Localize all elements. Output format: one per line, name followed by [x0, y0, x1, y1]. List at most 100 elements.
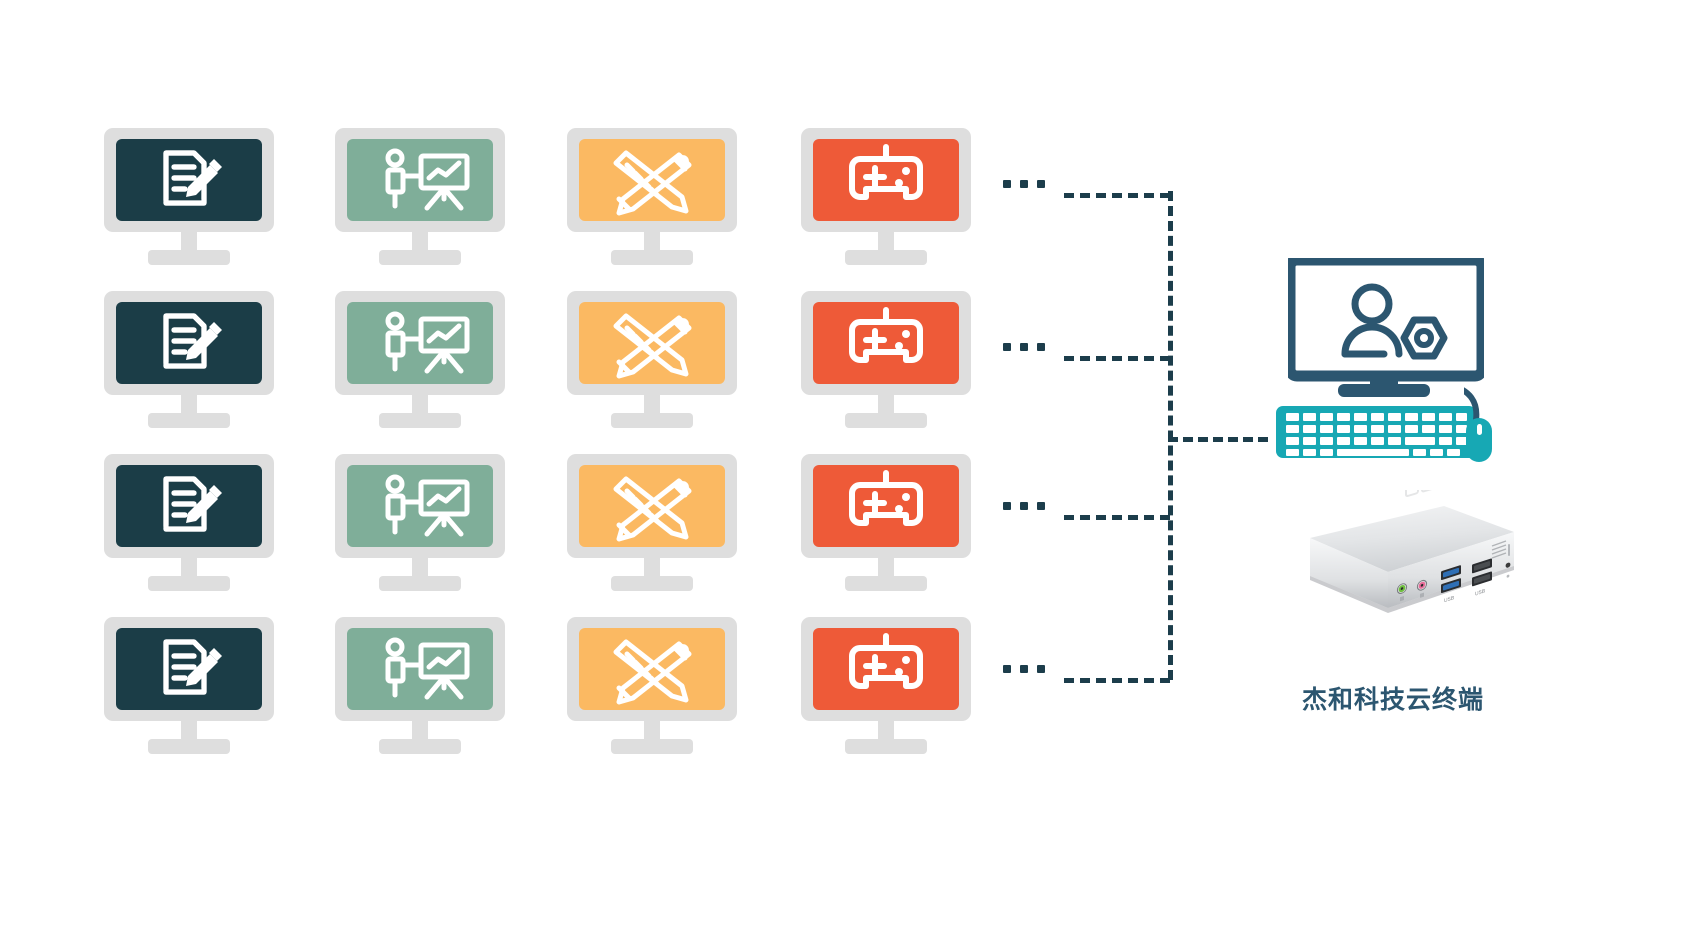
gamepad-icon	[813, 628, 959, 710]
monitor-neck	[878, 558, 894, 580]
pencil-ruler-icon	[579, 465, 725, 547]
row-ellipsis-1	[1003, 180, 1045, 188]
monitor-screen	[347, 139, 493, 221]
connector-trunk-to-server	[1168, 437, 1268, 442]
monitor-base	[611, 413, 693, 428]
client-monitor-gaming-1[interactable]	[801, 128, 991, 268]
monitor-base	[611, 250, 693, 265]
monitor-neck	[412, 721, 428, 743]
monitor-screen	[116, 628, 262, 710]
monitor-screen	[116, 465, 262, 547]
monitor-neck	[181, 721, 197, 743]
monitor-neck	[644, 721, 660, 743]
mouse-icon[interactable]	[1441, 381, 1508, 464]
monitor-screen	[116, 302, 262, 384]
monitor-body	[104, 454, 274, 594]
pencil-ruler-icon	[579, 628, 725, 710]
monitor-neck	[412, 232, 428, 254]
monitor-base	[845, 413, 927, 428]
document-edit-icon	[116, 465, 262, 547]
admin-monitor[interactable]	[1284, 254, 1488, 398]
monitor-body	[335, 291, 505, 431]
monitor-neck	[412, 395, 428, 417]
gamepad-icon	[813, 465, 959, 547]
monitor-screen	[347, 302, 493, 384]
row-ellipsis-3	[1003, 502, 1045, 510]
document-edit-icon	[116, 628, 262, 710]
monitor-base	[148, 739, 230, 754]
monitor-base	[379, 739, 461, 754]
monitor-screen	[579, 139, 725, 221]
monitor-neck	[181, 558, 197, 580]
client-monitor-gaming-4[interactable]	[801, 617, 991, 757]
monitor-body	[567, 128, 737, 268]
monitor-body	[335, 128, 505, 268]
client-monitor-design-1[interactable]	[567, 128, 757, 268]
monitor-screen	[579, 302, 725, 384]
monitor-neck	[412, 558, 428, 580]
monitor-neck	[878, 721, 894, 743]
monitor-body	[567, 291, 737, 431]
monitor-base	[148, 413, 230, 428]
monitor-screen	[813, 465, 959, 547]
monitor-neck	[878, 232, 894, 254]
monitor-body	[104, 128, 274, 268]
monitor-body	[104, 291, 274, 431]
gamepad-icon	[813, 302, 959, 384]
monitor-body	[567, 617, 737, 757]
monitor-neck	[181, 395, 197, 417]
client-monitor-presenting-3[interactable]	[335, 454, 525, 594]
monitor-base	[845, 739, 927, 754]
client-monitor-document-3[interactable]	[104, 454, 294, 594]
monitor-body	[801, 454, 971, 594]
monitor-neck	[878, 395, 894, 417]
client-monitor-presenting-4[interactable]	[335, 617, 525, 757]
admin-workstation[interactable]	[1276, 254, 1508, 468]
client-monitor-grid	[104, 128, 1004, 768]
client-monitor-design-2[interactable]	[567, 291, 757, 431]
monitor-screen	[347, 628, 493, 710]
client-monitor-design-4[interactable]	[567, 617, 757, 757]
monitor-screen	[813, 139, 959, 221]
monitor-neck	[181, 232, 197, 254]
monitor-body	[801, 617, 971, 757]
pencil-ruler-icon	[579, 139, 725, 221]
client-monitor-presenting-2[interactable]	[335, 291, 525, 431]
device-label: 杰和科技云终端	[1301, 685, 1484, 714]
gamepad-icon	[813, 139, 959, 221]
monitor-screen	[813, 628, 959, 710]
client-monitor-gaming-3[interactable]	[801, 454, 991, 594]
presentation-icon	[347, 465, 493, 547]
mini-pc-icon[interactable]: USB USB	[1268, 490, 1518, 630]
client-monitor-presenting-1[interactable]	[335, 128, 525, 268]
monitor-body	[567, 454, 737, 594]
client-monitor-document-2[interactable]	[104, 291, 294, 431]
monitor-screen	[579, 628, 725, 710]
presentation-icon	[347, 139, 493, 221]
presentation-icon	[347, 302, 493, 384]
client-monitor-document-1[interactable]	[104, 128, 294, 268]
row-ellipsis-2	[1003, 343, 1045, 351]
monitor-base	[845, 250, 927, 265]
monitor-base	[845, 576, 927, 591]
client-monitor-document-4[interactable]	[104, 617, 294, 757]
svg-text:USB: USB	[1444, 595, 1455, 604]
monitor-base	[379, 576, 461, 591]
row-ellipsis-4	[1003, 665, 1045, 673]
monitor-base	[379, 250, 461, 265]
monitor-screen	[347, 465, 493, 547]
monitor-body	[104, 617, 274, 757]
monitor-screen	[579, 465, 725, 547]
client-monitor-gaming-2[interactable]	[801, 291, 991, 431]
svg-text:USB: USB	[1475, 588, 1486, 597]
keyboard-icon[interactable]	[1276, 406, 1476, 458]
monitor-neck	[644, 395, 660, 417]
monitor-base	[379, 413, 461, 428]
client-monitor-design-3[interactable]	[567, 454, 757, 594]
document-edit-icon	[116, 302, 262, 384]
monitor-body	[801, 291, 971, 431]
document-edit-icon	[116, 139, 262, 221]
monitor-screen	[813, 302, 959, 384]
monitor-base	[611, 576, 693, 591]
